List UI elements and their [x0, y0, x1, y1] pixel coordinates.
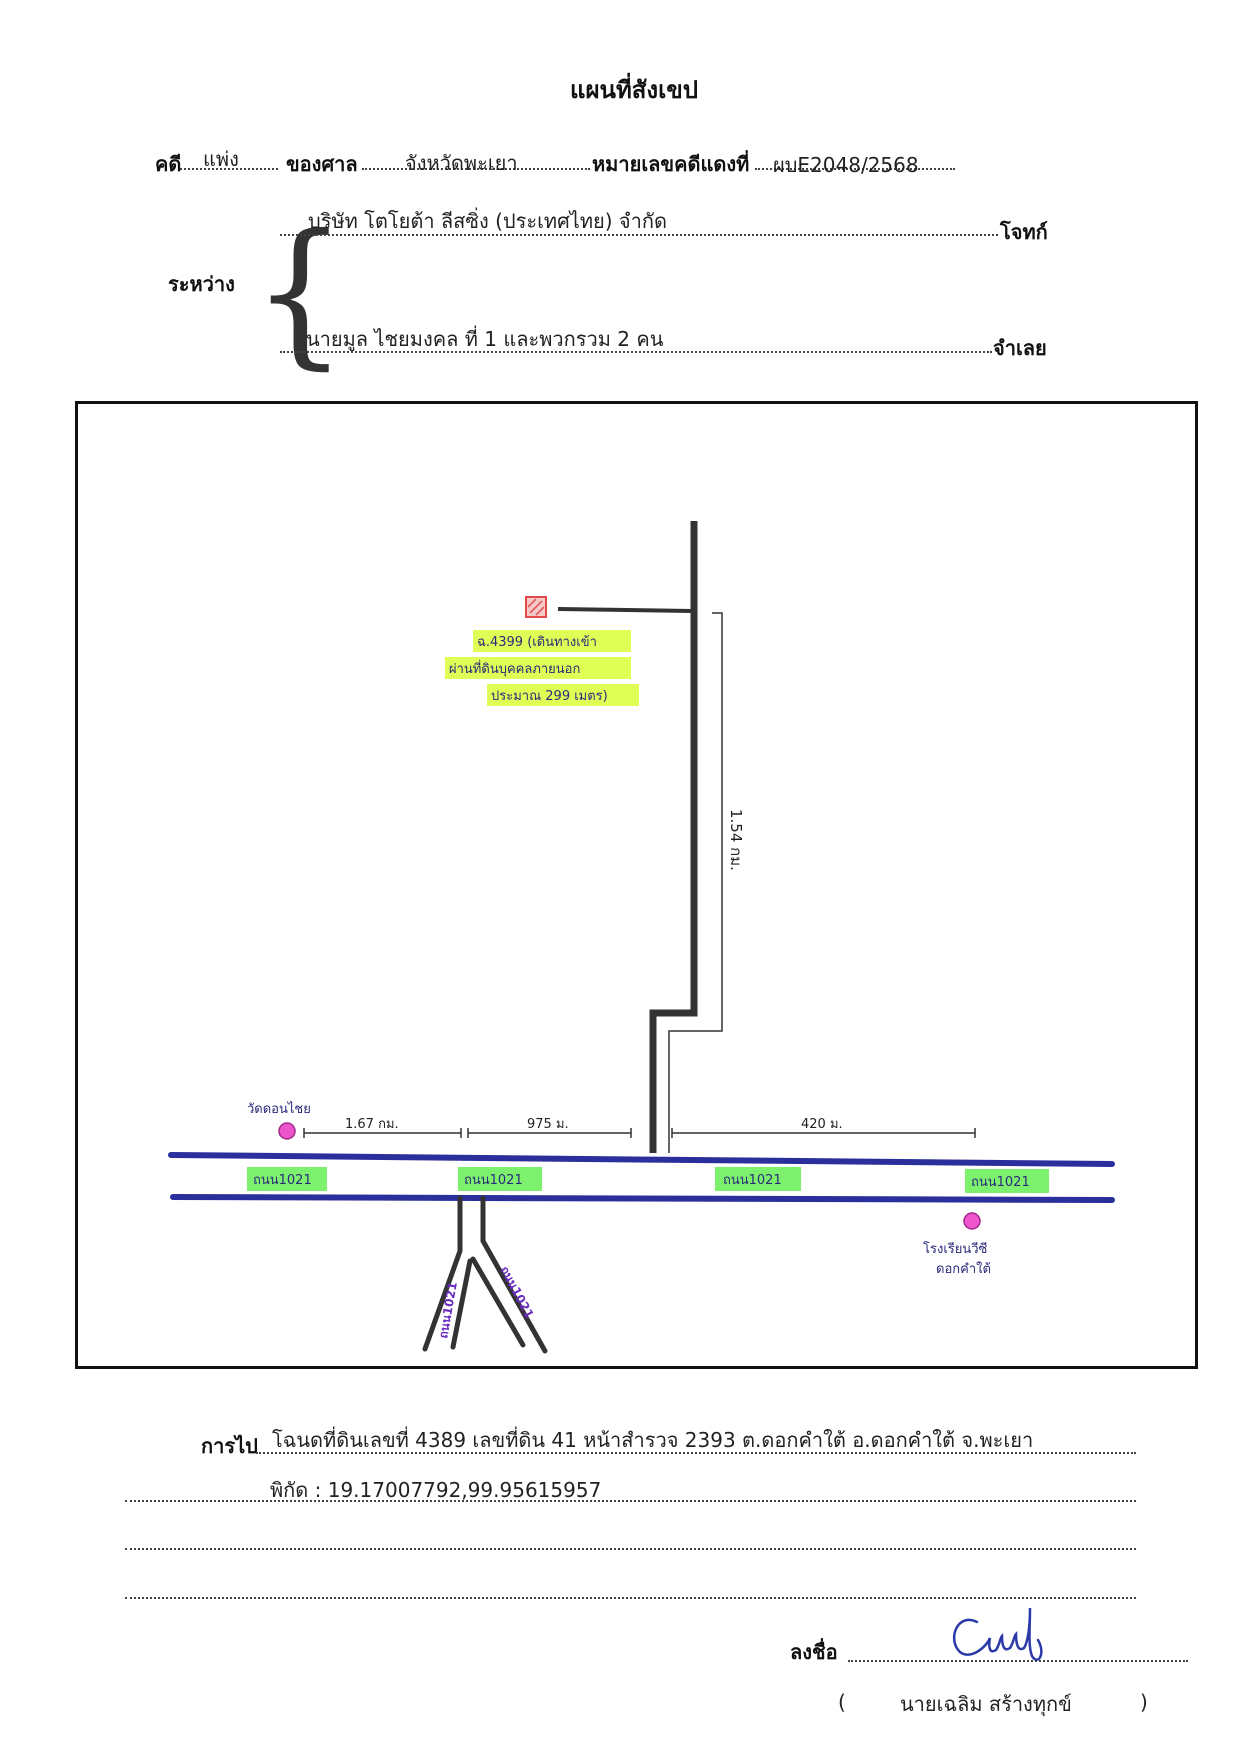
distance-label-mid: 975 ม.: [527, 1117, 569, 1132]
property-note-line-1: ฉ.4399 (เดินทางเข้า: [477, 635, 597, 650]
main-road-south-edge: [170, 1194, 1115, 1203]
signer-open-paren: (: [838, 1690, 846, 1714]
between-label: ระหว่าง: [168, 272, 235, 296]
defendant-name: นายมูล ไชยมงคล ที่ 1 และพวกรวม 2 คน: [306, 327, 664, 351]
branch-road-east-edge: [480, 1195, 548, 1354]
property-note-highlight-1: [473, 630, 631, 652]
branch-road-fork: [450, 1256, 526, 1350]
distance-label-left: 1.67 กม.: [345, 1117, 399, 1132]
directions-dots-1: [256, 1452, 1136, 1454]
main-road-north-edge: [168, 1152, 1115, 1167]
sketch-map: 1.54 กม. ฉ.4399 (เดินทางเข้า ผ่านที่ดินบ…: [168, 521, 1115, 1354]
case-type-value: แพ่ง: [203, 147, 239, 171]
handwritten-signature: [952, 1607, 1043, 1661]
case-number-dots: [755, 168, 955, 170]
school-label-line-1: โรงเรียนวีซี: [923, 1241, 988, 1257]
branch-road-west-edge: [422, 1195, 463, 1352]
temple-marker: [278, 1122, 296, 1140]
school-marker: [963, 1212, 981, 1230]
road-label-3: ถนน1021: [723, 1173, 782, 1188]
signer-name: นายเฉลิม สร้างทุกข์: [900, 1692, 1072, 1716]
property-note-highlight-2: [445, 657, 631, 679]
directions-dots-2: [125, 1500, 1136, 1502]
road-label-bg-1: [247, 1167, 327, 1191]
road-label-1: ถนน1021: [253, 1173, 312, 1188]
signature-label: ลงชื่อ: [790, 1640, 838, 1664]
vertical-distance-label: 1.54 กม.: [727, 809, 745, 871]
case-type-dots: [180, 168, 278, 170]
defendant-label: จำเลย: [993, 336, 1047, 360]
case-label: คดี: [155, 152, 182, 176]
court-label: ของศาล: [286, 152, 358, 176]
directions-dots-4: [125, 1597, 1136, 1599]
access-road: [649, 521, 698, 1153]
property-note-line-3: ประมาณ 299 เมตร): [491, 689, 608, 704]
directions-label: การไป: [201, 1434, 258, 1458]
court-name-value: จังหวัดพะเยา: [405, 151, 518, 175]
court-dots: [362, 168, 590, 170]
road-label-2: ถนน1021: [464, 1173, 523, 1188]
party-brace: {: [252, 201, 348, 385]
case-number-value: ผบE2048/2568: [773, 153, 919, 177]
vertical-distance-guide: [668, 612, 723, 1153]
distance-label-right: 420 ม.: [801, 1117, 843, 1132]
plaintiff-label: โจทก์: [1000, 220, 1048, 244]
plaintiff-name: บริษัท โตโยต้า ลีสซิ่ง (ประเทศไทย) จำกัด: [308, 209, 667, 233]
road-label-4: ถนน1021: [971, 1175, 1030, 1190]
plaintiff-dots: [280, 234, 998, 236]
directions-line-2: พิกัด : 19.17007792,99.95615957: [270, 1478, 602, 1502]
property-marker: [525, 596, 547, 618]
road-label-bg-2: [458, 1167, 542, 1191]
property-note-highlight-3: [487, 684, 639, 706]
property-note-line-2: ผ่านที่ดินบุคคลภายนอก: [449, 660, 580, 677]
road-label-bg-3: [715, 1167, 801, 1191]
property-access-spur: [557, 607, 693, 613]
road-label-bg-4: [965, 1169, 1049, 1193]
directions-dots-3: [125, 1548, 1136, 1550]
map-frame: [75, 401, 1198, 1369]
page-title: แผนที่สังเขป: [570, 76, 698, 104]
defendant-dots: [280, 351, 992, 353]
signature-dots: [848, 1660, 1188, 1662]
school-label-line-2: ดอกคำใต้: [936, 1261, 991, 1277]
signer-close-paren: ): [1140, 1690, 1148, 1714]
directions-line-1: โฉนดที่ดินเลขที่ 4389 เลขที่ดิน 41 หน้าส…: [272, 1428, 1034, 1452]
temple-label: วัดดอนไชย: [247, 1101, 311, 1117]
case-number-label: หมายเลขคดีแดงที่: [592, 152, 750, 176]
